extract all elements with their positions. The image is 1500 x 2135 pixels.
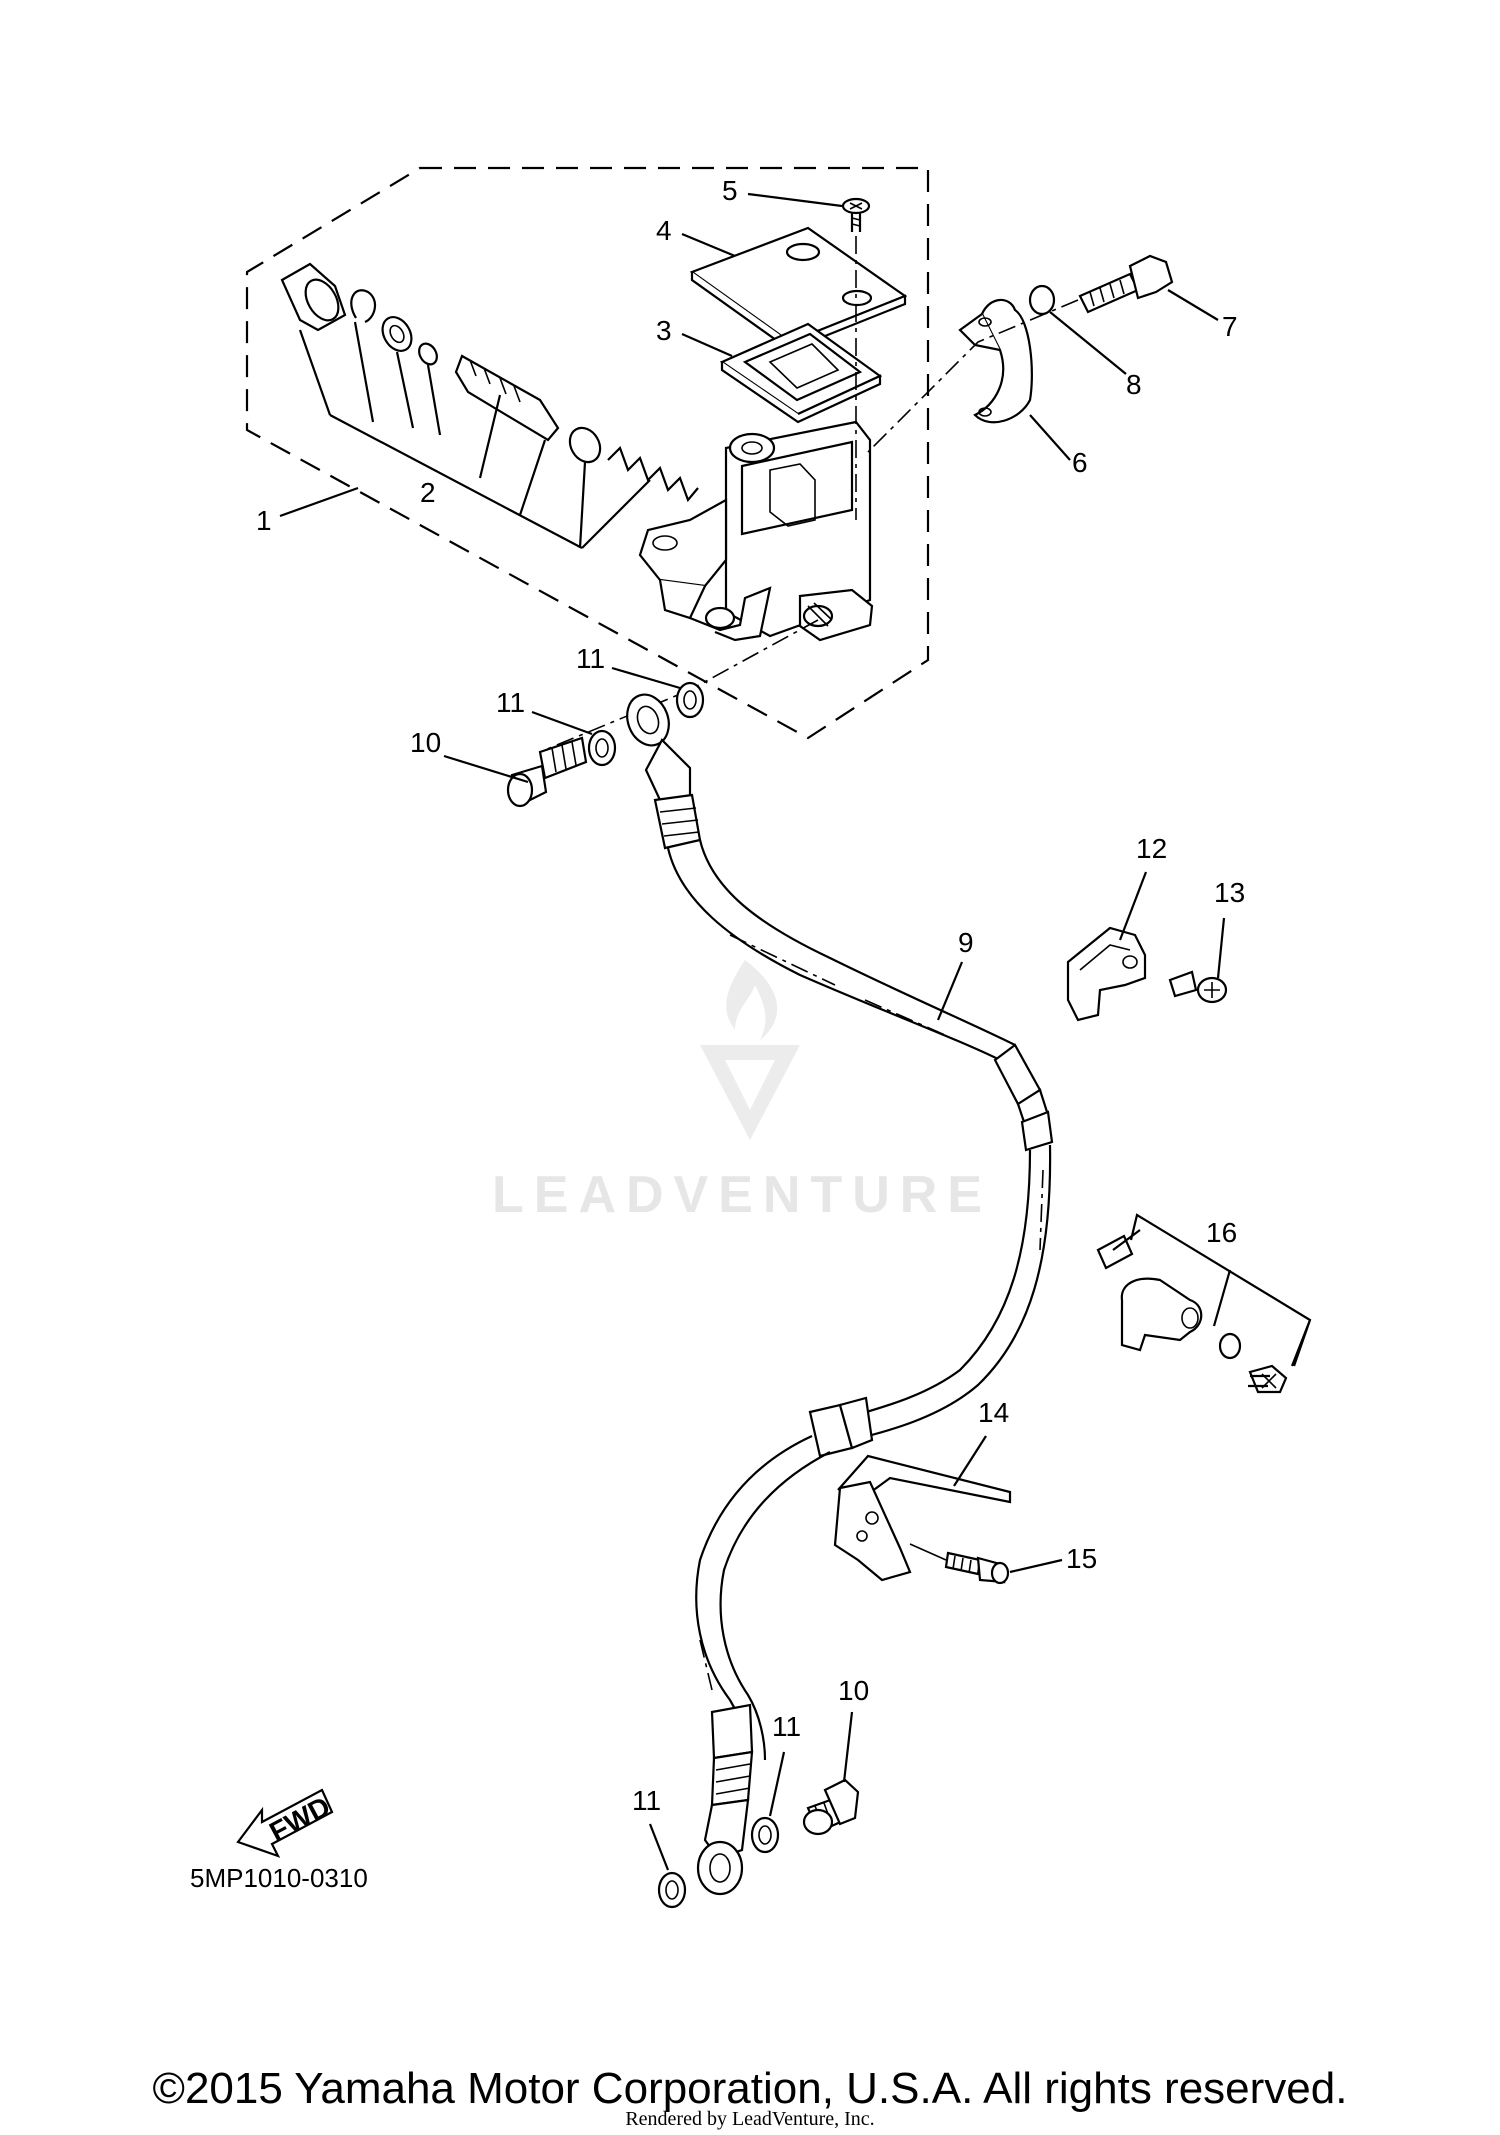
callout-14: 14 (978, 1397, 1009, 1428)
callout-11a: 11 (576, 643, 605, 674)
callout-16: 16 (1206, 1217, 1237, 1248)
bolt-axis (867, 299, 1079, 453)
svg-text:FWD: FWD (264, 1790, 335, 1847)
rendered-by-credit: Rendered by LeadVenture, Inc. (625, 2108, 875, 2130)
watermark-logo (700, 960, 800, 1140)
banjo-axis (539, 619, 819, 753)
callout-4: 4 (656, 215, 672, 246)
brake-hose (626, 693, 1054, 1896)
callout-5: 5 (722, 175, 738, 206)
holder-bolt (1078, 254, 1174, 314)
crush-washer-upper-2 (587, 729, 617, 767)
callout-11b: 11 (496, 687, 525, 718)
bolt-washer (1028, 284, 1056, 316)
bracket-bolt (944, 1551, 1010, 1585)
crush-washer-upper-1-inner (683, 690, 697, 710)
fwd-arrow: FWD (236, 1788, 335, 1858)
hose-bracket (833, 1454, 1012, 1582)
hose-clamp (1066, 926, 1147, 1022)
crush-washer-lower-1-inner (665, 1880, 679, 1900)
callout-9: 9 (958, 927, 974, 958)
copyright-notice: ©2015 Yamaha Motor Corporation, U.S.A. A… (152, 2064, 1348, 2113)
callout-12: 12 (1136, 833, 1167, 864)
callout-2: 2 (420, 477, 436, 508)
callout-15: 15 (1066, 1543, 1097, 1574)
callout-7: 7 (1222, 311, 1238, 342)
hose-guide (1096, 1234, 1288, 1394)
piston-kit (280, 262, 699, 503)
callout-10b: 10 (838, 1675, 869, 1706)
handlebar-holder (958, 298, 1033, 424)
callout-11c: 11 (772, 1711, 801, 1742)
crush-washer-upper-2-inner (595, 738, 609, 758)
cap-screw (841, 197, 871, 232)
crush-washer-upper-1 (675, 681, 705, 719)
union-bolt-upper (506, 736, 588, 808)
master-cylinder-body (638, 420, 874, 642)
bracket-axis (909, 1543, 947, 1561)
callout-3: 3 (656, 315, 672, 346)
callouts: 1 2 3 4 5 6 7 8 9 10 11 11 12 13 14 15 1… (256, 175, 1245, 1871)
callout-10a: 10 (410, 727, 441, 758)
union-bolt-lower (802, 1778, 860, 1836)
clamp-screw (1168, 970, 1228, 1004)
callout-11d: 11 (632, 1785, 661, 1816)
crush-washer-lower-2 (750, 1816, 780, 1854)
diagram-code: 5MP1010-0310 (190, 1863, 368, 1893)
callout-1: 1 (256, 505, 272, 536)
crush-washer-lower-1 (657, 1871, 687, 1909)
watermark-text: LEADVENTURE (492, 1166, 992, 1224)
callout-13: 13 (1214, 877, 1245, 908)
crush-washer-lower-2-inner (758, 1825, 772, 1845)
leader-16 (1112, 1213, 1312, 1367)
reservoir-cap (689, 226, 908, 352)
diaphragm (719, 322, 883, 424)
assembly-boundary (245, 166, 930, 740)
callout-6: 6 (1072, 447, 1088, 478)
callout-8: 8 (1126, 369, 1142, 400)
leader-kit (298, 321, 651, 549)
